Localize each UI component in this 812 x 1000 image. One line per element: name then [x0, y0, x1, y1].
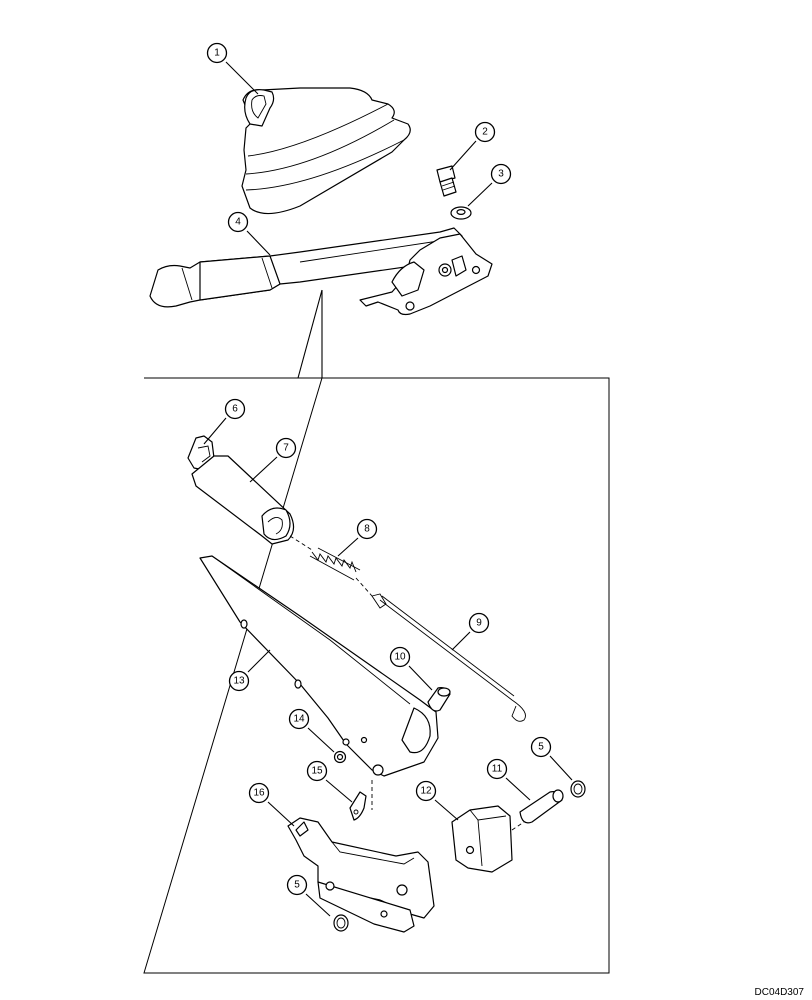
- release-rod-part: [371, 593, 526, 722]
- circlip-part: [570, 780, 586, 798]
- assembly-guide-line: [511, 821, 525, 831]
- callout-16: 16: [248, 782, 270, 804]
- svg-text:6: 6: [232, 404, 238, 415]
- detail-inset-frame: [143, 377, 610, 974]
- svg-text:9: 9: [476, 618, 482, 629]
- callout-6: 6: [224, 398, 246, 420]
- callout-14: 14: [288, 708, 310, 730]
- handbrake-lever-assembly-part: [149, 227, 493, 316]
- washer-part: [450, 206, 472, 220]
- callout-12: 12: [415, 780, 437, 802]
- circlip-part: [333, 914, 349, 932]
- svg-text:5: 5: [294, 880, 300, 891]
- callout-leaders: [203, 61, 573, 917]
- callout-4: 4: [227, 211, 249, 233]
- retaining-ring-part: [333, 750, 347, 764]
- callout-7: 7: [275, 437, 297, 459]
- svg-text:2: 2: [482, 127, 488, 138]
- bolt-part: [436, 165, 457, 197]
- svg-text:11: 11: [492, 764, 503, 775]
- grip-sleeve-part: [191, 455, 295, 545]
- pawl-part: [349, 791, 367, 821]
- callout-2: 2: [474, 121, 496, 143]
- svg-text:15: 15: [311, 766, 323, 777]
- svg-text:5: 5: [538, 742, 544, 753]
- assembly-guide-line: [355, 577, 373, 597]
- cam-block-part: [451, 805, 513, 873]
- callout-10: 10: [389, 646, 411, 668]
- svg-text:16: 16: [253, 788, 265, 799]
- svg-text:12: 12: [420, 786, 432, 797]
- svg-text:4: 4: [235, 217, 241, 228]
- rubber-boot-part: [241, 87, 411, 215]
- callout-8: 8: [356, 518, 378, 540]
- svg-text:13: 13: [233, 676, 245, 687]
- pin-part: [427, 687, 451, 712]
- mounting-bracket-part: [287, 817, 435, 933]
- spring-part: [309, 547, 361, 581]
- callout-1: 1: [206, 42, 228, 64]
- assembly-guide-line: [289, 535, 313, 551]
- lever-arm-part: [199, 555, 439, 777]
- callout-5-lower: 5: [286, 874, 308, 896]
- svg-text:7: 7: [283, 443, 289, 454]
- pivot-pin-part: [519, 789, 564, 824]
- callout-11: 11: [486, 758, 508, 780]
- svg-text:1: 1: [214, 48, 220, 59]
- callout-3: 3: [490, 163, 512, 185]
- svg-text:8: 8: [364, 524, 370, 535]
- svg-text:10: 10: [394, 652, 406, 663]
- callout-5-upper: 5: [530, 736, 552, 758]
- callout-9: 9: [468, 612, 490, 634]
- drawing-code-label: DC04D307: [754, 987, 804, 998]
- callout-15: 15: [306, 760, 328, 782]
- callout-13: 13: [228, 670, 250, 692]
- svg-text:3: 3: [498, 169, 504, 180]
- svg-text:14: 14: [293, 714, 305, 725]
